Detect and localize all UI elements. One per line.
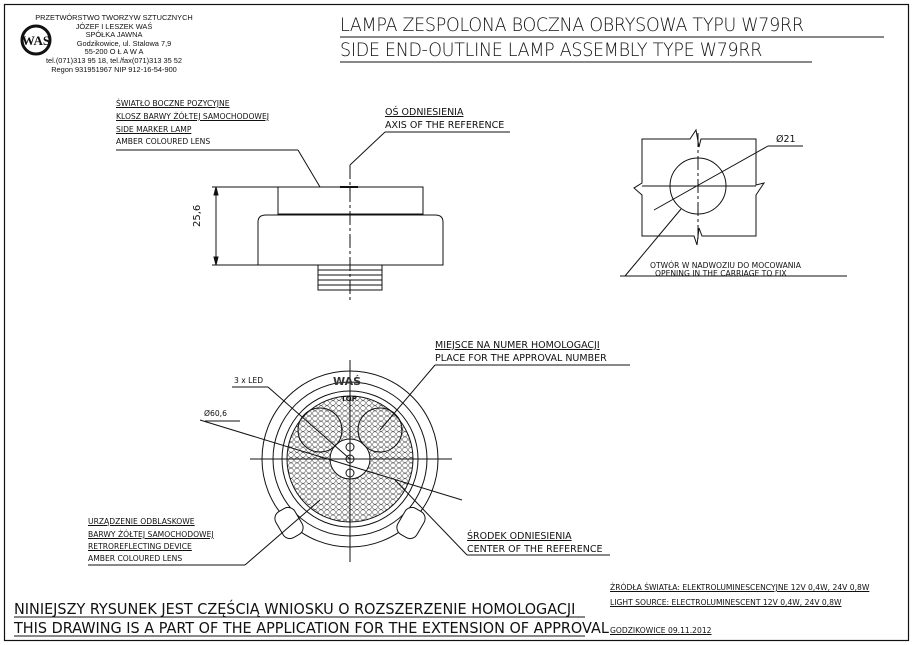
company-line: Regon 931951967 NIP 912-16-54-900: [51, 65, 177, 74]
light-source-en: LIGHT SOURCE: ELECTROLUMINESCENT 12V 0,4…: [610, 598, 842, 607]
retro-label: BARWY ŻÓŁTEJ SAMOCHODOWEJ: [88, 530, 214, 539]
statement-pl: NINIEJSZY RYSUNEK JEST CZĘŚCIĄ WNIOSKU O…: [14, 600, 576, 618]
approval-label: MIEJSCE NA NUMER HOMOLOGACJI: [435, 340, 600, 351]
company-line: SPÓŁKA JAWNA: [85, 30, 143, 39]
lamp-label: ŚWIATŁO BOCZNE POZYCYJNE: [116, 99, 230, 108]
drawing-border: [3, 3, 910, 642]
mounting-hole-view: [620, 128, 847, 277]
lamp-label: AMBER COLOURED LENS: [116, 137, 211, 146]
mounting-label: OPENING IN THE CARRIAGE TO FIX: [655, 269, 787, 278]
height-dimension: 25,6: [192, 204, 203, 227]
lamp-front-view: [88, 360, 630, 566]
brand-mark: WAŚ: [333, 375, 362, 388]
company-line: PRZETWÓRSTWO TWORZYW SZTUCZNYCH: [35, 13, 193, 22]
retro-label: AMBER COLOURED LENS: [88, 554, 183, 563]
led-label: 3 x LED: [234, 376, 264, 385]
statement-en: THIS DRAWING IS A PART OF THE APPLICATIO…: [14, 619, 609, 637]
approval-label: PLACE FOR THE APPROVAL NUMBER: [435, 353, 607, 364]
place-date: GODZIKOWICE 09.11.2012: [610, 626, 712, 635]
light-source-pl: ŹRÓDŁA ŚWIATŁA: ELEKTROLUMINESCENCYJNE 1…: [610, 583, 870, 592]
lamp-label: SIDE MARKER LAMP: [116, 125, 192, 134]
center-label: ŚRODEK ODNIESIENIA: [467, 531, 572, 542]
title-en: SIDE END-OUTLINE LAMP ASSEMBLY TYPE W79R…: [340, 39, 763, 61]
hole-diameter: Ø21: [776, 134, 796, 145]
company-line: tel.(071)313 95 18, tel./fax(071)313 35 …: [45, 56, 182, 65]
lamp-label: KLOSZ BARWY ŻÓŁTEJ SAMOCHODOWEJ: [116, 112, 269, 121]
top-mark: TOP: [341, 395, 357, 403]
retro-label: URZĄDZENIE ODBLASKOWE: [88, 517, 195, 526]
mounting-label: OTWÓR W NADWOZIU DO MOCOWANIA: [650, 261, 801, 270]
retro-label: RETROREFLECTING DEVICE: [88, 542, 192, 551]
company-line: JÓZEF I LESZEK WAŚ: [75, 22, 153, 31]
company-line: 55-200 O Ł A W A: [84, 47, 144, 56]
center-label: CENTER OF THE REFERENCE: [467, 544, 603, 555]
svg-text:WAS: WAS: [22, 33, 50, 48]
front-diameter: Ø60,6: [204, 409, 227, 418]
company-logo: WAS: [20, 24, 52, 56]
title-pl: LAMPA ZESPOLONA BOCZNA OBRYSOWA TYPU W79…: [340, 14, 804, 36]
company-line: Godzikowice, ul. Stalowa 7,9: [76, 39, 172, 48]
axis-label: OŚ ODNIESIENIA: [385, 107, 464, 118]
lamp-side-view: [116, 131, 510, 300]
axis-label: AXIS OF THE REFERENCE: [385, 120, 505, 131]
